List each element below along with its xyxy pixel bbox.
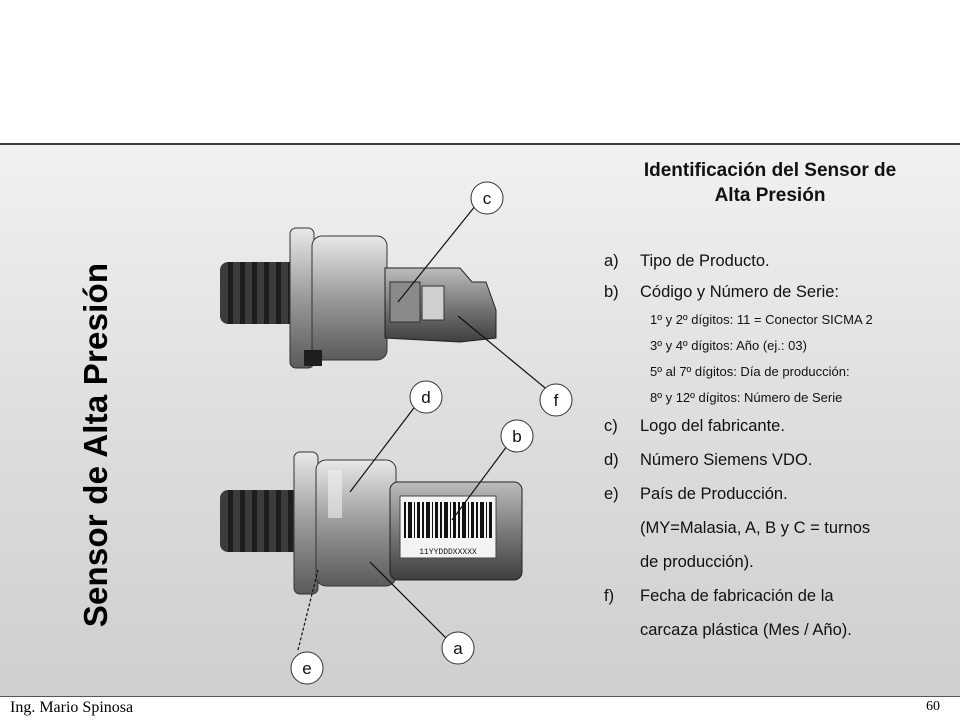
sensor-illustration: 11YYDDDXXXXX c f d b a e <box>220 181 573 685</box>
page-number: 60 <box>919 699 947 717</box>
identification-list: a) Tipo de Producto. b) Código y Número … <box>604 250 954 642</box>
header-divider <box>0 143 960 145</box>
item-text: Número Siemens VDO. <box>640 451 813 469</box>
author-name: Ing. Mario Spinosa <box>10 699 134 716</box>
svg-text:b: b <box>512 427 521 446</box>
top-sensor <box>220 227 497 369</box>
list-item-c: c) Logo del fabricante. <box>604 415 954 438</box>
bottom-sensor-thread <box>220 490 302 552</box>
item-letter: a) <box>604 252 619 270</box>
top-sensor-thread <box>220 262 298 324</box>
serial-detail: 5º al 7º dígitos: Día de producción: <box>650 364 850 379</box>
item-text: Código y Número de Serie: <box>640 283 840 301</box>
footer-bar <box>0 697 960 720</box>
item-letter: d) <box>604 451 619 469</box>
callout-b: b <box>500 419 534 453</box>
callout-leaders <box>297 199 551 651</box>
svg-text:e: e <box>302 659 311 678</box>
svg-text:c: c <box>483 189 492 208</box>
callout-e: e <box>290 651 324 685</box>
list-item-e: e) País de Producción. <box>604 483 954 506</box>
callout-f: f <box>539 383 573 417</box>
list-item-d: d) Número Siemens VDO. <box>604 449 954 472</box>
callout-a: a <box>441 631 475 665</box>
item-e-continuation: (MY=Malasia, A, B y C = turnos <box>640 519 871 537</box>
barcode <box>404 502 492 538</box>
item-text: Fecha de fabricación de la <box>640 587 834 605</box>
heading-line-2: Alta Presión <box>714 185 826 206</box>
list-item-f: f) Fecha de fabricación de la <box>604 585 954 608</box>
item-letter: b) <box>604 283 619 301</box>
item-text: Tipo de Producto. <box>640 252 770 270</box>
item-e-continuation: de producción). <box>640 553 754 571</box>
list-item-a: a) Tipo de Producto. <box>604 250 954 273</box>
list-item-b: b) Código y Número de Serie: <box>604 281 954 304</box>
callout-d: d <box>409 380 443 414</box>
item-letter: f) <box>604 587 615 605</box>
bottom-sensor: 11YYDDDXXXXX <box>220 451 523 595</box>
item-letter: c) <box>604 417 618 435</box>
top-blank-area <box>0 0 960 143</box>
footer-divider <box>0 696 960 697</box>
identification-heading: Identificación del Sensor de Alta Presió… <box>600 158 940 208</box>
item-text: Logo del fabricante. <box>640 417 785 435</box>
callout-c: c <box>470 181 504 215</box>
svg-text:d: d <box>421 388 430 407</box>
serial-detail: 8º y 12º dígitos: Número de Serie <box>650 390 843 405</box>
item-text: País de Producción. <box>640 485 788 503</box>
serial-detail: 1º y 2º dígitos: 11 = Conector SICMA 2 <box>650 312 873 327</box>
svg-text:f: f <box>554 391 559 410</box>
vertical-slide-title: Sensor de Alta Presión <box>77 262 114 628</box>
item-f-continuation: carcaza plástica (Mes / Año). <box>640 621 852 639</box>
barcode-text: 11YYDDDXXXXX <box>419 548 477 557</box>
svg-text:a: a <box>453 639 463 658</box>
heading-line-1: Identificación del Sensor de <box>643 160 897 181</box>
slide-content-panel <box>0 145 960 697</box>
serial-detail: 3º y 4º dígitos: Año (ej.: 03) <box>650 338 807 353</box>
item-letter: e) <box>604 485 619 503</box>
